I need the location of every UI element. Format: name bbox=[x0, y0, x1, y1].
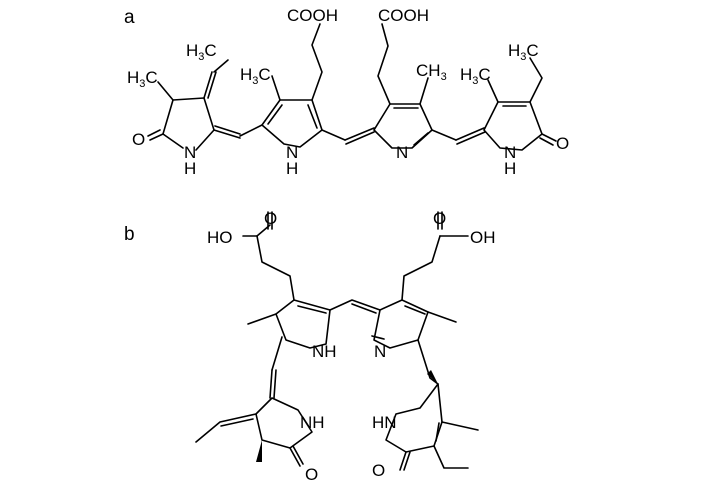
cooh-left-label: COOH bbox=[287, 6, 338, 25]
ring-d-lactam-b bbox=[385, 383, 479, 471]
ho-left-label: HO bbox=[207, 228, 233, 247]
ring-d-oxygen-label: O bbox=[372, 461, 385, 480]
oxygen-right-label: O bbox=[556, 134, 569, 153]
central-methine-bridge bbox=[329, 299, 381, 314]
h3c-ethyl-label: H3C bbox=[508, 41, 539, 63]
ring-d-h-label: H bbox=[504, 159, 516, 178]
oxygen-left-label: O bbox=[132, 130, 145, 149]
ring-a-oxygen-label: O bbox=[305, 465, 318, 484]
ring-b-h-label: H bbox=[286, 159, 298, 178]
cooh-right-label: COOH bbox=[378, 6, 429, 25]
h3c-ring-b-label: H3C bbox=[240, 65, 271, 87]
h3c-ring-d-label: H3C bbox=[460, 65, 491, 87]
panel-a-structure: a bbox=[124, 6, 569, 178]
ring-d-n-label: N bbox=[504, 143, 516, 162]
panel-a-label: a bbox=[124, 7, 135, 28]
ring-c-pyrrolenine-b bbox=[371, 299, 457, 385]
panel-b-structure: b bbox=[124, 209, 496, 484]
ring-a-lactam-b bbox=[195, 369, 313, 467]
ring-c-pyrrolenine bbox=[373, 23, 457, 149]
left-propionic-acid bbox=[242, 211, 295, 301]
ring-a-left-lactam bbox=[147, 59, 263, 151]
panel-b-label: b bbox=[124, 224, 135, 245]
oh-right-label: OH bbox=[470, 228, 496, 247]
stereo-hash-left bbox=[256, 440, 262, 462]
right-propionic-acid bbox=[401, 211, 469, 301]
ring-b-pyrrole bbox=[261, 23, 346, 148]
ring-a-n-label: N bbox=[184, 143, 196, 162]
o-acid-right-label: O bbox=[433, 209, 446, 228]
ring-a-h-label: H bbox=[184, 159, 196, 178]
ring-a-nh-label: NH bbox=[300, 413, 325, 432]
ring-b-n-label: N bbox=[286, 143, 298, 162]
ring-c-n-label: N bbox=[396, 143, 408, 162]
ring-d-right-lactam bbox=[483, 57, 557, 151]
ring-d-hn-label: HN bbox=[372, 413, 397, 432]
ring-c-n-label-b: N bbox=[374, 342, 386, 361]
ring-b-nh-label: NH bbox=[312, 342, 337, 361]
methine-bridge-center bbox=[344, 127, 375, 145]
h3c-ethylidene-label: H3C bbox=[186, 41, 217, 63]
o-acid-left-label: O bbox=[264, 209, 277, 228]
ch3-ring-c-label: CH3 bbox=[416, 61, 447, 83]
methine-bridge-right bbox=[455, 127, 486, 145]
h3c-left-label: H3C bbox=[127, 68, 158, 90]
stereo-hash-right bbox=[427, 370, 438, 384]
